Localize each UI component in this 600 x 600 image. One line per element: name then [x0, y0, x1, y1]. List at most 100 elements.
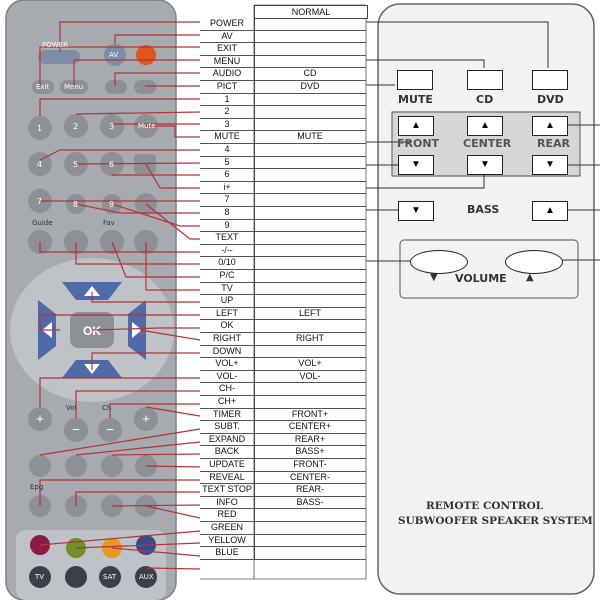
bass-down-button[interactable]: ▼: [398, 201, 434, 221]
menu-button[interactable]: [60, 80, 88, 94]
mapping-value: CD: [303, 68, 317, 79]
mapping-value: [254, 269, 366, 282]
vcr-mode-key[interactable]: [65, 566, 87, 588]
table-row: 8: [200, 206, 366, 220]
table-row: 5: [200, 155, 366, 170]
mapping-key: BLUE: [200, 546, 255, 559]
pict-button[interactable]: [134, 80, 156, 94]
mapping-key: 7: [200, 193, 255, 206]
ch-label: Ch: [102, 404, 112, 412]
cd-button[interactable]: [467, 70, 503, 90]
epg-label: Epg: [30, 483, 44, 491]
mapping-value: [254, 168, 366, 181]
key-9-label: 9: [109, 200, 115, 209]
table-row: UP: [200, 294, 366, 308]
mapping-key: REVEAL: [200, 470, 255, 484]
mapping-key: TV: [200, 281, 255, 295]
mapping-value: [254, 143, 366, 156]
table-row: 4: [200, 143, 366, 157]
audio-button[interactable]: [105, 80, 127, 94]
aux-mode-label: AUX: [139, 573, 154, 581]
mapping-key: PICT: [200, 80, 255, 93]
key-4[interactable]: [28, 152, 52, 176]
center-label: CENTER: [463, 137, 512, 150]
mapping-value: [254, 294, 366, 307]
key-7-label: 7: [37, 197, 43, 206]
menu-label: Menu: [64, 83, 84, 91]
expand-button[interactable]: [101, 455, 123, 477]
mapping-key: POWER: [200, 17, 255, 30]
mapping-key: UP: [200, 294, 255, 307]
rear-down-button[interactable]: ▼: [532, 155, 568, 175]
mapping-value: [254, 206, 366, 219]
mapping-value: [254, 181, 366, 194]
table-row: GREEN: [200, 521, 366, 535]
mapping-key: -/--: [200, 243, 255, 257]
exit-button[interactable]: [32, 80, 54, 94]
timer-button[interactable]: [29, 455, 51, 477]
mapping-value: [254, 256, 366, 269]
key-2[interactable]: [64, 114, 88, 138]
mapping-value: [254, 42, 366, 55]
vol-plus-button[interactable]: [28, 407, 52, 431]
mapping-value: LEFT: [298, 307, 321, 318]
table-row: P/C: [200, 269, 366, 283]
key-1[interactable]: [28, 116, 52, 140]
rear-label: REAR: [537, 137, 570, 150]
table-row: SUBT.CENTER+: [200, 420, 366, 434]
mapping-value: [254, 382, 366, 395]
red-power-button[interactable]: [136, 45, 156, 65]
table-row: 0/10: [200, 256, 366, 270]
bass-up-button[interactable]: ▲: [532, 201, 568, 221]
power-label: POWER: [42, 41, 68, 49]
center-up-button[interactable]: ▲: [467, 116, 503, 136]
mapping-key: 9: [200, 218, 255, 232]
front-up-button[interactable]: ▲: [398, 116, 434, 136]
table-row: TEXT: [200, 231, 366, 245]
mute-button-sub[interactable]: [397, 70, 433, 90]
sat-mode-key[interactable]: [99, 566, 121, 588]
mapping-value: FRONT+: [291, 408, 329, 419]
tv-mode-label: TV: [35, 573, 45, 581]
table-row: 2: [200, 105, 366, 119]
mapping-value: [254, 319, 366, 332]
tv-mode-key[interactable]: [29, 566, 51, 588]
mapping-key: AUDIO: [200, 67, 255, 80]
mapping-key: 2: [200, 105, 255, 118]
vol-minus-button[interactable]: [64, 418, 88, 442]
svg-text:+: +: [36, 411, 44, 426]
table-row: 1: [200, 92, 366, 107]
key-3[interactable]: [100, 114, 124, 138]
aux-mode-key[interactable]: [135, 566, 157, 588]
mapping-value: [254, 17, 366, 30]
mapping-key: YELLOW: [200, 533, 255, 547]
key-3-label: 3: [109, 122, 115, 131]
table-row: 3: [200, 117, 366, 132]
mapping-value: BASS-: [296, 496, 324, 507]
center-down-button[interactable]: ▼: [467, 155, 503, 175]
mapping-key: 0/10: [200, 256, 255, 269]
table-row: RED: [200, 508, 366, 522]
volume-down-button[interactable]: [410, 250, 468, 274]
mapping-value: CENTER-: [290, 471, 330, 482]
volume-up-button[interactable]: [505, 250, 563, 274]
rear-up-button[interactable]: ▲: [532, 116, 568, 136]
front-down-button[interactable]: ▼: [398, 155, 434, 175]
table-row: AV: [200, 29, 366, 44]
ch-plus-button[interactable]: [134, 407, 158, 431]
table-row: LEFT LEFT: [200, 306, 366, 321]
power-button[interactable]: [38, 50, 80, 64]
subt-button[interactable]: [65, 455, 87, 477]
mapping-key: CH+: [200, 395, 255, 408]
mapping-key: TEXT: [200, 231, 255, 244]
ch-minus-button[interactable]: [98, 418, 122, 442]
mapping-key: GREEN: [200, 521, 255, 534]
vol-up-arrow-icon: ▲: [526, 272, 534, 283]
mapping-value: MUTE: [297, 131, 323, 142]
dvd-button[interactable]: [532, 70, 568, 90]
mapping-key: LEFT: [200, 306, 255, 320]
